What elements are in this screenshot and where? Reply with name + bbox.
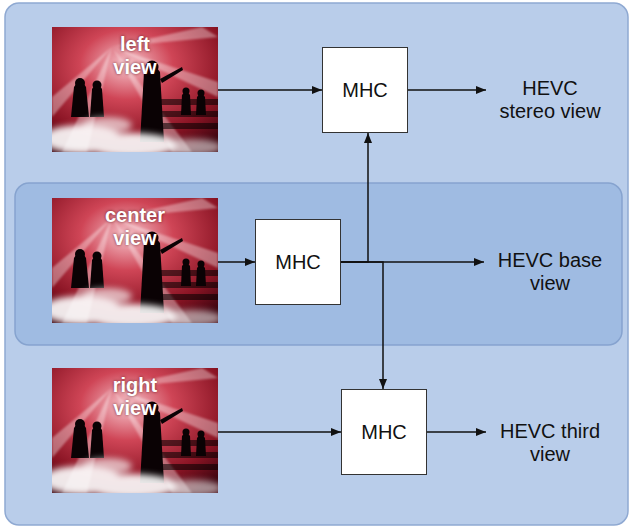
view-title: left view <box>99 33 171 79</box>
flow-arrow <box>341 133 368 262</box>
view-image: right view <box>52 368 218 493</box>
flow-arrow <box>218 431 341 433</box>
view-image: left view <box>52 27 218 152</box>
mhc-box: MHC <box>322 47 408 133</box>
mhc-box: MHC <box>341 389 427 475</box>
base-band <box>15 183 622 345</box>
flow-arrow <box>218 261 255 263</box>
block-label: MHC <box>355 417 413 448</box>
flow-arrow <box>218 89 322 91</box>
view-title: center view <box>99 204 171 250</box>
block-label: MHC <box>269 247 327 278</box>
view-image: center view <box>52 198 218 323</box>
block-label: MHC <box>336 75 394 106</box>
mhc-box: MHC <box>255 219 341 305</box>
output-arrow <box>427 431 486 433</box>
output-arrow <box>408 89 486 91</box>
view-title: right view <box>99 374 171 420</box>
output-label: HEVC stereo view <box>494 77 606 123</box>
flow-arrow <box>341 262 383 389</box>
output-label: HEVC base view <box>494 249 606 295</box>
output-label: HEVC third view <box>494 420 606 466</box>
outer-panel <box>5 3 628 525</box>
